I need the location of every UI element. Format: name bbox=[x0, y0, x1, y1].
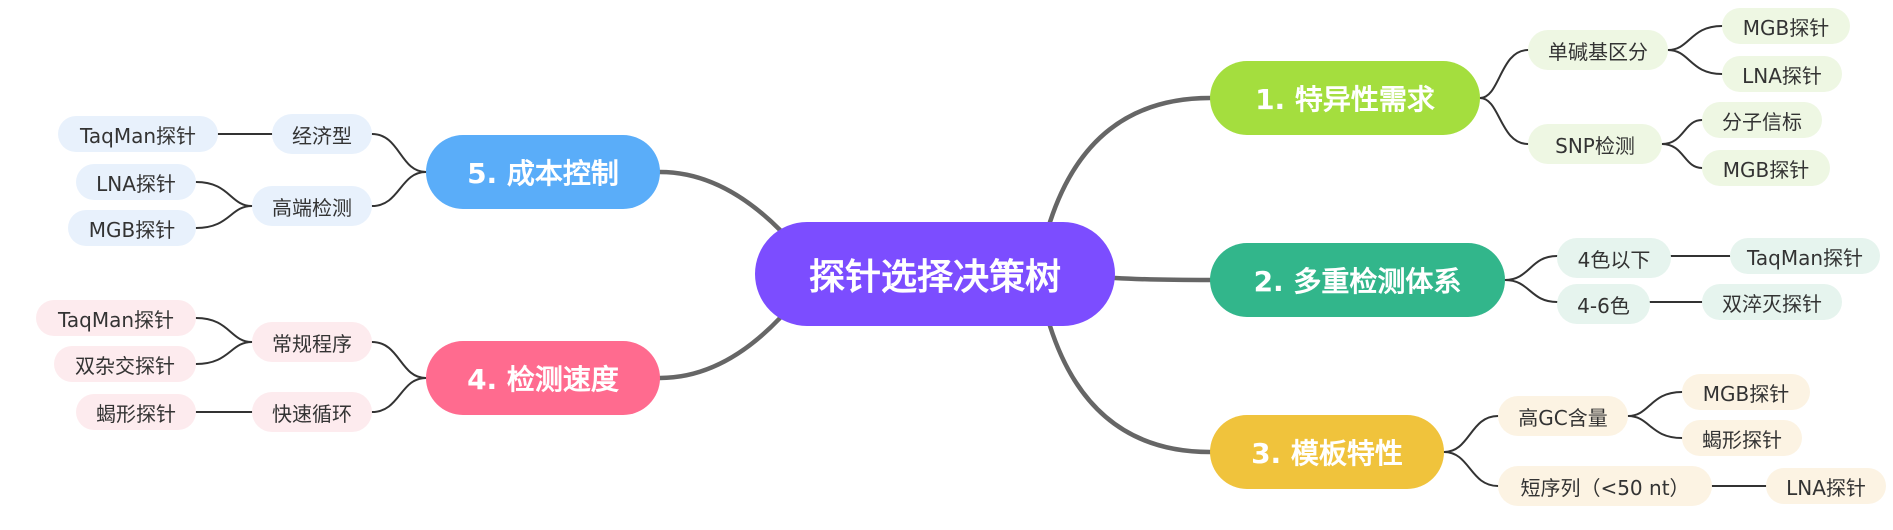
branch-node-multiplex[interactable]: 2. 多重检测体系 bbox=[1210, 243, 1505, 317]
leaf-node-mgb[interactable]: MGB探针 bbox=[68, 210, 196, 246]
link-root-branch-1 bbox=[1047, 95, 1213, 225]
leaf-node-molecular-beacon[interactable]: 分子信标 bbox=[1702, 102, 1822, 138]
leaf-node-lna[interactable]: LNA探针 bbox=[76, 164, 196, 200]
link-b3-bracket bbox=[1443, 415, 1499, 487]
leaf-node-scorpion[interactable]: 蝎形探针 bbox=[76, 394, 196, 430]
link-root-branch-4 bbox=[657, 315, 783, 381]
leaf-node-mgb[interactable]: MGB探针 bbox=[1722, 8, 1850, 44]
sub-node-economy[interactable]: 经济型 bbox=[272, 114, 372, 154]
link-b1-s1-bracket bbox=[1667, 25, 1723, 75]
link-b2-bracket bbox=[1504, 255, 1558, 303]
sub-node-standard-program[interactable]: 常规程序 bbox=[252, 322, 372, 362]
sub-node-short-sequence[interactable]: 短序列（<50 nt） bbox=[1498, 466, 1712, 506]
leaf-node-lna[interactable]: LNA探针 bbox=[1722, 56, 1842, 92]
leaf-node-taqman[interactable]: TaqMan探针 bbox=[1730, 238, 1880, 274]
leaf-node-scorpion[interactable]: 蝎形探针 bbox=[1682, 420, 1802, 456]
link-b1-bracket bbox=[1479, 49, 1529, 145]
leaf-node-taqman[interactable]: TaqMan探针 bbox=[58, 116, 218, 152]
link-root-branch-5 bbox=[657, 169, 783, 233]
sub-node-high-end[interactable]: 高端检测 bbox=[252, 186, 372, 226]
sub-node-snp[interactable]: SNP检测 bbox=[1528, 124, 1662, 164]
leaf-node-lna[interactable]: LNA探针 bbox=[1766, 468, 1886, 504]
sub-node-single-base[interactable]: 单碱基区分 bbox=[1528, 30, 1668, 70]
branch-node-specificity[interactable]: 1. 特异性需求 bbox=[1210, 61, 1480, 135]
link-root-branch-3 bbox=[1047, 323, 1213, 455]
sub-node-under-4-colors[interactable]: 4色以下 bbox=[1557, 238, 1671, 278]
branch-node-speed[interactable]: 4. 检测速度 bbox=[426, 341, 660, 415]
branch-node-cost[interactable]: 5. 成本控制 bbox=[426, 135, 660, 209]
link-b1-s2-bracket bbox=[1661, 119, 1703, 169]
link-b4-s1-bracket bbox=[195, 317, 253, 365]
sub-node-4-6-colors[interactable]: 4-6色 bbox=[1557, 284, 1650, 324]
link-b4-bracket bbox=[371, 341, 427, 413]
leaf-node-mgb[interactable]: MGB探针 bbox=[1682, 374, 1810, 410]
link-b3-s1-bracket bbox=[1627, 391, 1683, 439]
link-b5-bracket bbox=[371, 133, 427, 207]
sub-node-high-gc[interactable]: 高GC含量 bbox=[1498, 396, 1628, 436]
branch-node-template[interactable]: 3. 模板特性 bbox=[1210, 415, 1444, 489]
sub-node-fast-cycling[interactable]: 快速循环 bbox=[252, 392, 372, 432]
leaf-node-double-quencher[interactable]: 双淬灭探针 bbox=[1702, 284, 1842, 320]
link-b5-s2-bracket bbox=[195, 181, 253, 229]
leaf-node-taqman[interactable]: TaqMan探针 bbox=[36, 300, 196, 336]
root-node[interactable]: 探针选择决策树 bbox=[755, 222, 1115, 326]
link-root-branch-2 bbox=[1112, 275, 1213, 283]
leaf-node-hybridization[interactable]: 双杂交探针 bbox=[54, 346, 196, 382]
leaf-node-mgb[interactable]: MGB探针 bbox=[1702, 150, 1830, 186]
